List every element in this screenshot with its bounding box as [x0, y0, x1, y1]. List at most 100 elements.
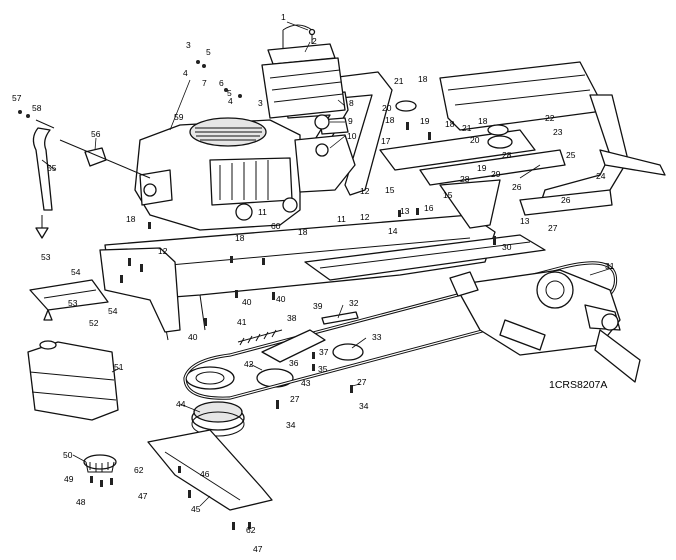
callout-51: 51: [114, 362, 124, 372]
callout-47: 47: [138, 491, 148, 501]
callout-18: 18: [385, 115, 395, 125]
callout-22: 22: [545, 113, 555, 123]
callout-62: 62: [246, 525, 256, 535]
callout-28: 28: [502, 150, 512, 160]
callout-27: 27: [290, 394, 300, 404]
callout-37: 37: [319, 347, 329, 357]
callout-20: 20: [382, 103, 392, 113]
upper-frame-tubes: [284, 61, 666, 229]
callout-21: 21: [394, 76, 404, 86]
callout-1: 1: [281, 12, 286, 22]
callout-5: 5: [206, 47, 211, 57]
callout-18: 18: [298, 227, 308, 237]
callout-36: 36: [289, 358, 299, 368]
callout-8: 8: [349, 98, 354, 108]
callout-54: 54: [108, 306, 118, 316]
diagram-reference-code: 1CRS8207A: [549, 379, 607, 391]
callout-45: 45: [191, 504, 201, 514]
fuel-cap: [83, 454, 117, 473]
callout-29: 29: [491, 169, 501, 179]
callout-28: 28: [460, 174, 470, 184]
callout-10: 10: [347, 131, 357, 141]
callout-46: 46: [200, 469, 210, 479]
callout-labels: 1 2 3 3 4 4 5 5 6 7 8 9 10 11 11 12 12 1…: [12, 12, 615, 554]
callout-13: 13: [400, 206, 410, 216]
callout-18: 18: [478, 116, 488, 126]
callout-7: 7: [202, 78, 207, 88]
idler-arm: [237, 311, 359, 363]
callout-49: 49: [64, 474, 74, 484]
callout-3: 3: [186, 40, 191, 50]
callout-13: 13: [520, 216, 530, 226]
callout-6: 6: [219, 78, 224, 88]
callout-55: 55: [47, 163, 57, 173]
drive-belt: [183, 261, 618, 400]
callout-5: 5: [227, 88, 232, 98]
callout-33: 33: [372, 332, 382, 342]
engine: [134, 117, 356, 231]
callout-53: 53: [41, 252, 51, 262]
callout-41: 41: [237, 317, 247, 327]
callout-58: 58: [32, 103, 42, 113]
callout-60: 60: [271, 221, 281, 231]
callout-50: 50: [63, 450, 73, 460]
transaxle: [449, 269, 641, 383]
callout-23: 23: [553, 127, 563, 137]
callout-39: 39: [313, 301, 323, 311]
callout-47: 47: [253, 544, 263, 554]
callout-27: 27: [548, 223, 558, 233]
callout-21: 21: [462, 123, 472, 133]
fuel-tank: [27, 279, 119, 421]
callout-4: 4: [228, 96, 233, 106]
callout-57: 57: [12, 93, 22, 103]
callout-52: 52: [89, 318, 99, 328]
callout-18: 18: [418, 74, 428, 84]
callout-35: 35: [318, 364, 328, 374]
callout-3: 3: [258, 98, 263, 108]
callout-20: 20: [470, 135, 480, 145]
callout-48: 48: [76, 497, 86, 507]
frame-chassis: [99, 214, 546, 341]
callout-34: 34: [359, 401, 369, 411]
callout-9: 9: [348, 116, 353, 126]
callout-14: 14: [388, 226, 398, 236]
fasteners: [18, 60, 496, 529]
callout-53: 53: [68, 298, 78, 308]
callout-40: 40: [276, 294, 286, 304]
pulleys: [185, 100, 513, 437]
callout-44: 44: [176, 399, 186, 409]
callout-4: 4: [183, 68, 188, 78]
callout-40: 40: [188, 332, 198, 342]
callout-11: 11: [258, 207, 267, 217]
battery: [261, 24, 346, 119]
callout-15: 15: [443, 190, 453, 200]
leader-lines: [41, 21, 613, 507]
callout-25: 25: [566, 150, 576, 160]
callout-34: 34: [286, 420, 296, 430]
callout-11: 11: [337, 214, 346, 224]
callout-24: 24: [596, 171, 606, 181]
callout-19: 19: [420, 116, 430, 126]
callout-30: 30: [502, 242, 512, 252]
callout-12: 12: [360, 212, 370, 222]
engine-plate: [147, 429, 273, 530]
callout-17: 17: [381, 136, 391, 146]
fuel-system-parts: [32, 114, 330, 239]
callout-26: 26: [512, 182, 522, 192]
callout-12: 12: [360, 186, 370, 196]
callout-12: 12: [158, 246, 168, 256]
callout-62: 62: [134, 465, 144, 475]
callout-26: 26: [561, 195, 571, 205]
callout-40: 40: [242, 297, 252, 307]
callout-27: 27: [357, 377, 367, 387]
callout-59: 59: [174, 112, 184, 122]
callout-18: 18: [126, 214, 136, 224]
callout-38: 38: [287, 313, 297, 323]
callout-18: 18: [235, 233, 245, 243]
callout-43: 43: [301, 378, 311, 388]
callout-2: 2: [312, 36, 317, 46]
callout-54: 54: [71, 267, 81, 277]
callout-42: 42: [244, 359, 254, 369]
callout-16: 16: [424, 203, 434, 213]
